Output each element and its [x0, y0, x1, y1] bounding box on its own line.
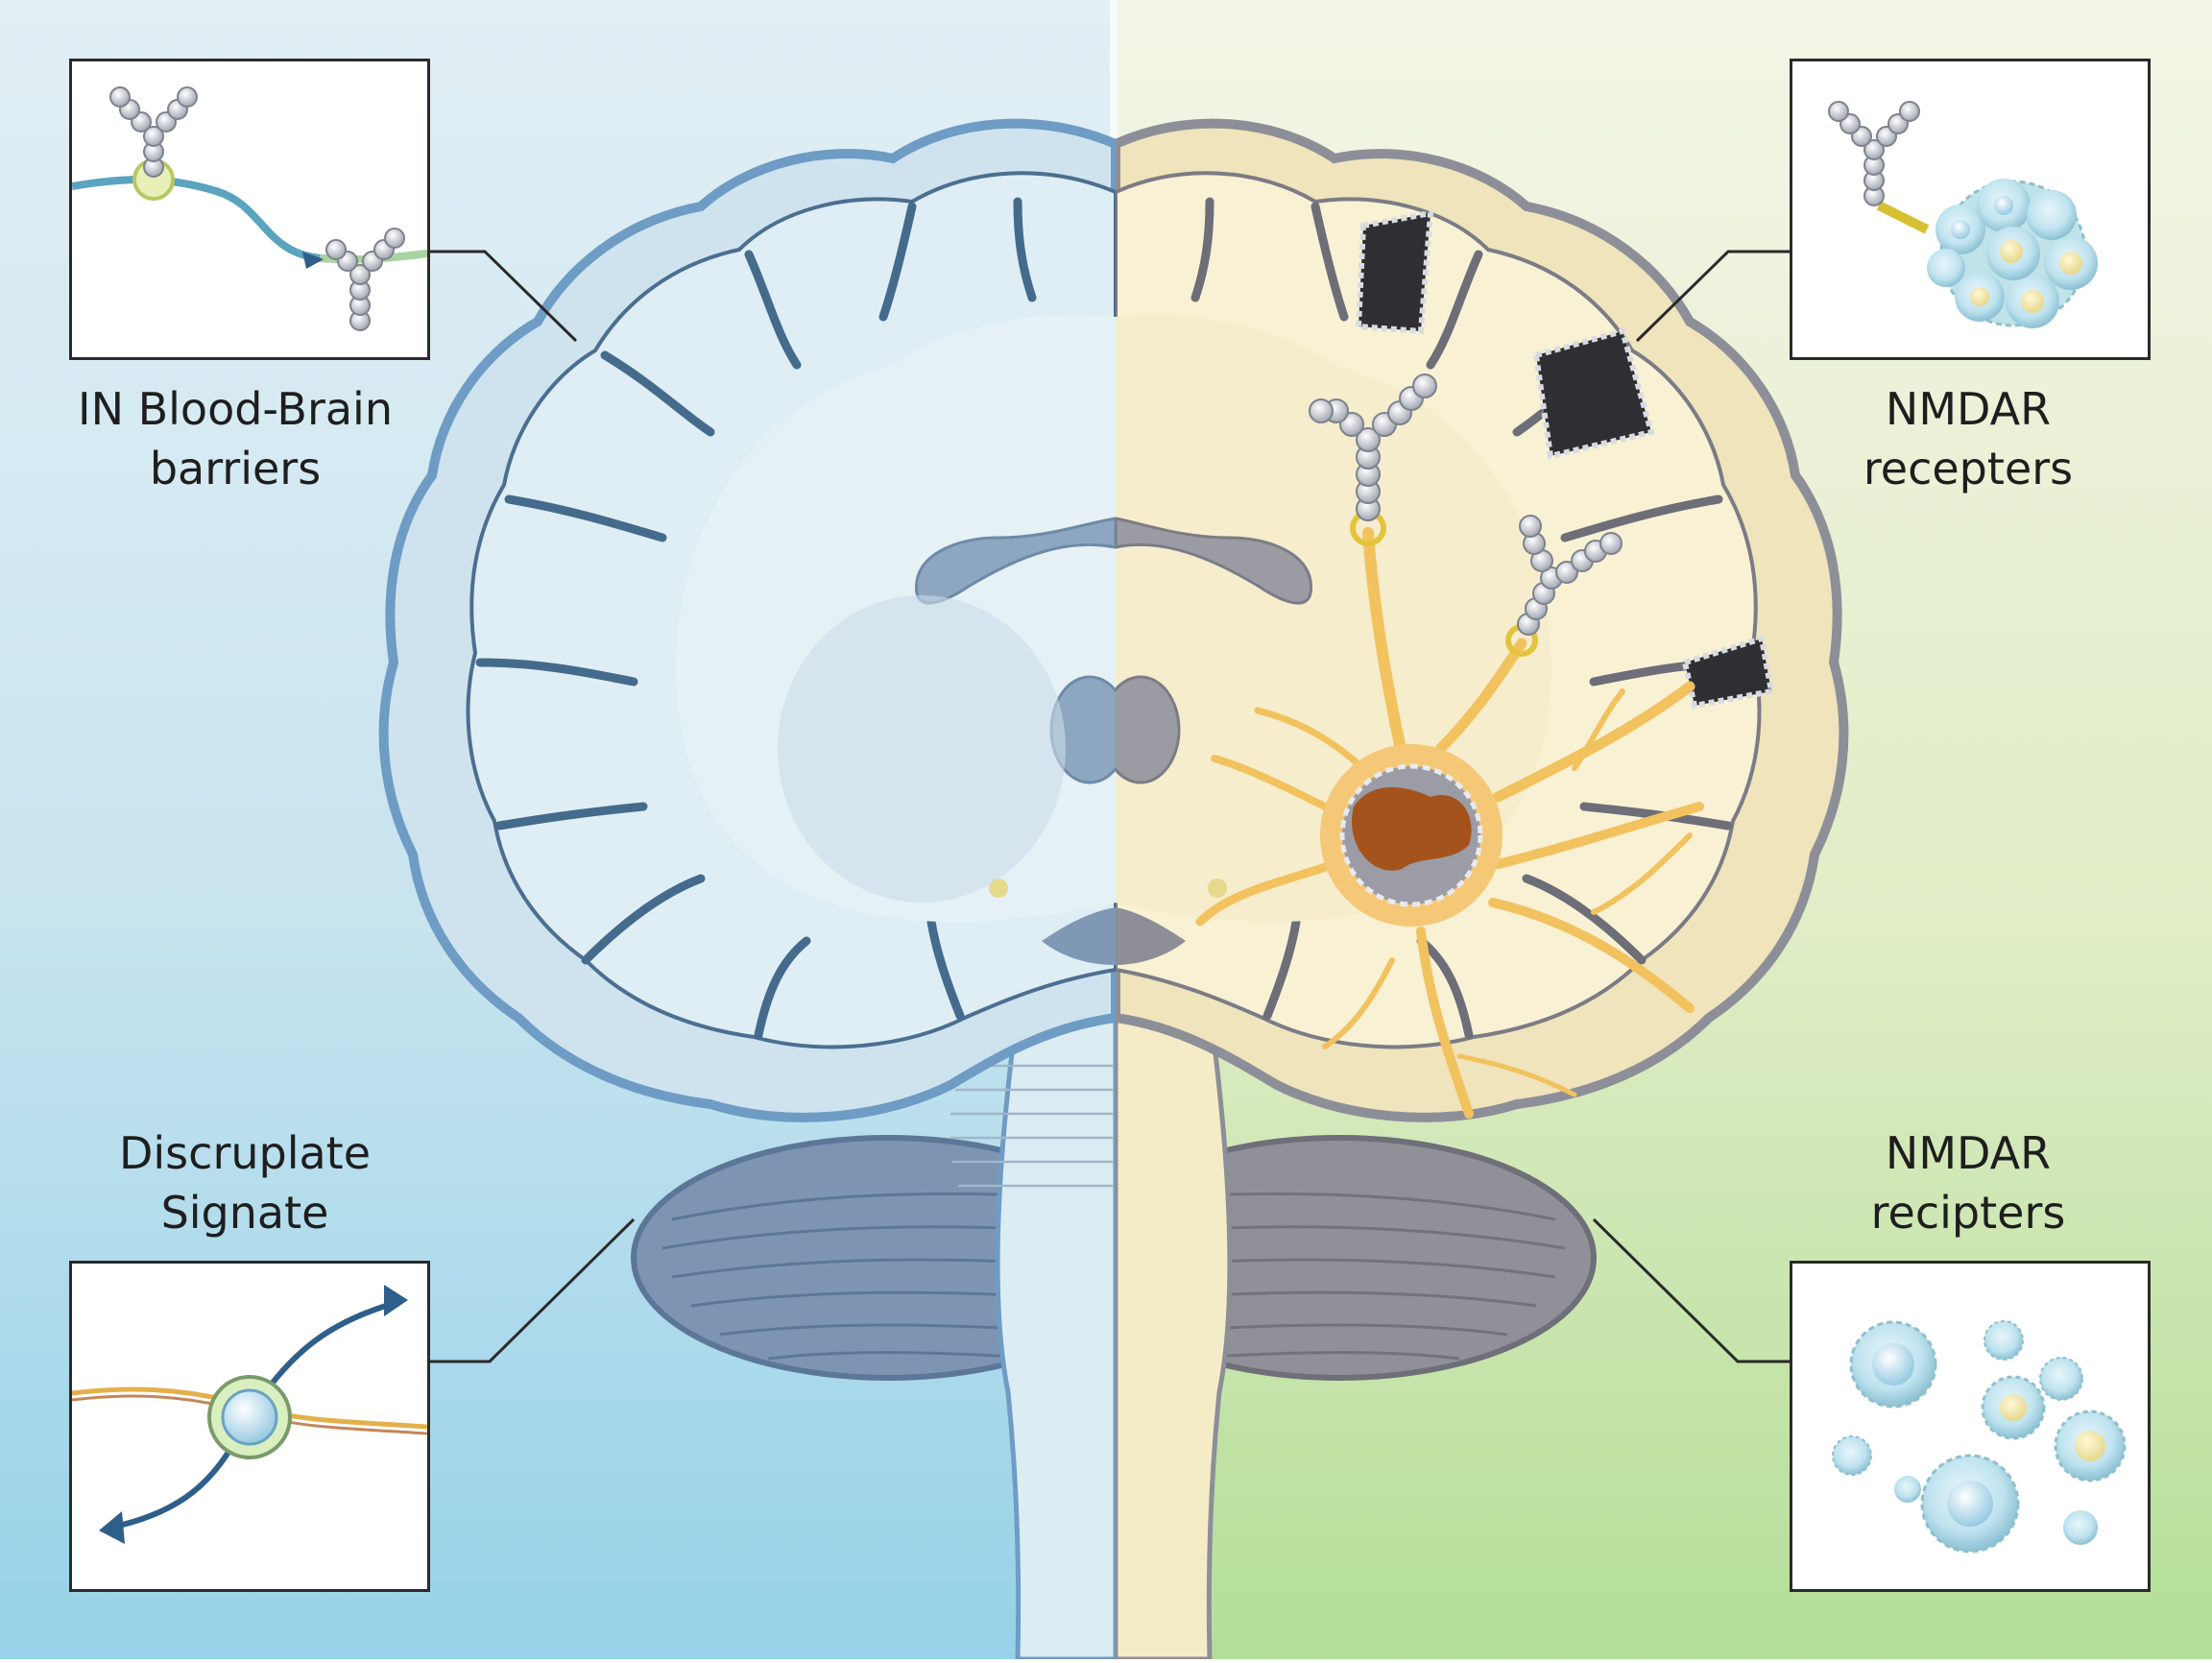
damaged-core: [1352, 787, 1472, 871]
left-brain-half: [378, 118, 1116, 1659]
label-nmdar-recipters: NMDAR recipters: [1767, 1123, 2170, 1242]
right-third-ventricle: [1116, 675, 1181, 784]
lesion-1: [1355, 209, 1434, 335]
neuron: [1195, 527, 1704, 1119]
right-brain-half: [1116, 118, 1849, 1659]
label-signate: Discruplate Signate: [38, 1123, 451, 1242]
lesions: [1355, 209, 1775, 710]
label-line: IN Blood-Brain: [78, 383, 393, 435]
left-cerebellum: [631, 1135, 1116, 1381]
arrow-in-icon: [99, 1511, 125, 1544]
antibody-icon-1: [109, 86, 198, 178]
antibody-icon-3: [1828, 101, 1920, 206]
label-line: recipters: [1870, 1187, 2066, 1239]
lesion-2: [1532, 327, 1655, 460]
nmdar-binding-illustration: [1828, 101, 2098, 328]
antibody-icon-2: [325, 228, 405, 331]
label-line: barriers: [149, 443, 322, 494]
receptor-cells-icon: [1832, 1320, 2127, 1554]
receptor-cluster-icon: [1927, 179, 2098, 328]
right-dot: [1208, 879, 1227, 898]
label-line: recepters: [1863, 443, 2074, 494]
left-brainstem: [995, 1005, 1116, 1659]
leader-lines: [427, 250, 1791, 1363]
inset-nmdar-top: [1790, 59, 2151, 360]
inset-signalling: [69, 1261, 430, 1592]
left-midbrain: [1042, 907, 1116, 965]
antibody-attached-2: [1505, 515, 1623, 657]
left-dot: [989, 879, 1008, 898]
signal-illustration: [72, 1285, 427, 1544]
label-line: NMDAR: [1885, 1127, 2052, 1179]
label-blood-brain-barriers: IN Blood-Brain barriers: [29, 379, 442, 498]
left-ventricle: [914, 517, 1116, 605]
label-nmdar-recepters: NMDAR recepters: [1767, 379, 2170, 498]
arrow-out-icon: [384, 1285, 408, 1316]
nmdar-cells-illustration: [1832, 1320, 2127, 1554]
right-cerebellum: [1116, 1135, 1597, 1381]
inset-blood-brain-barrier: [69, 59, 430, 360]
bbb-illustration: [72, 86, 427, 331]
right-midbrain: [1116, 907, 1186, 965]
inset-nmdar-bottom: [1790, 1261, 2151, 1592]
label-line: NMDAR: [1885, 383, 2052, 435]
right-brainstem: [1116, 1005, 1233, 1659]
bbb-arrow-icon: [302, 252, 324, 269]
lesion-3: [1681, 635, 1775, 710]
label-line: Signate: [160, 1187, 329, 1239]
right-ventricle: [1116, 517, 1313, 605]
label-line: Discruplate: [118, 1127, 372, 1179]
antibody-attached-1: [1309, 374, 1437, 546]
